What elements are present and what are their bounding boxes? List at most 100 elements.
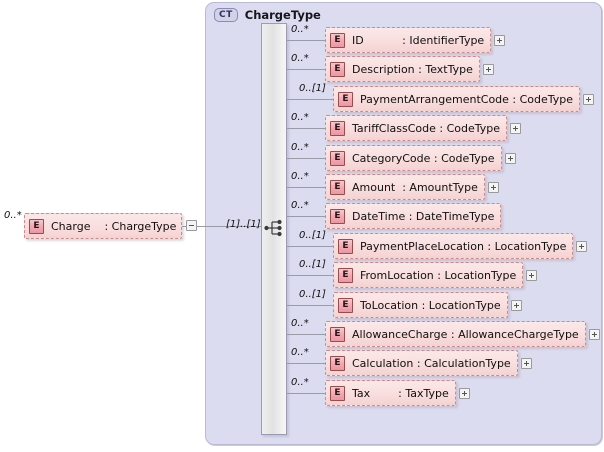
element-card[interactable]: E Description : TextType <box>325 56 480 82</box>
element-expand-toggle[interactable] <box>459 388 470 399</box>
element-row: 0..[1] E PaymentArrangementCode : CodeType <box>0 83 604 112</box>
sequence-occurrence-label: [1]..[1] <box>226 219 261 230</box>
element-expand-toggle[interactable] <box>583 94 594 105</box>
element-occurrence-label: 0..* <box>291 347 309 358</box>
element-card[interactable]: E ToLocation : LocationType <box>333 292 508 318</box>
complex-type-title: ChargeType <box>244 8 321 22</box>
element-card[interactable]: E ID : IdentifierType <box>325 27 491 53</box>
element-row: 0..[1] E ToLocation : LocationType <box>0 289 604 318</box>
element-row: 0..* E AllowanceCharge : AllowanceChargeTy… <box>0 318 604 347</box>
element-occurrence-label: 0..* <box>291 142 309 153</box>
connector-sequence-to-element <box>287 275 333 276</box>
element-occurrence-label: 0..[1] <box>299 259 326 270</box>
element-occurrence-label: 0..* <box>291 53 309 64</box>
element-occurrence-label: 0..* <box>291 112 309 123</box>
element-label: FromLocation : LocationType <box>360 268 517 282</box>
element-expand-toggle[interactable] <box>483 64 494 75</box>
connector-sequence-to-element <box>287 246 333 247</box>
connector-sequence-to-element <box>287 158 325 159</box>
element-row: 0..* E Amount : AmountType <box>0 171 604 200</box>
element-label: ID : IdentifierType <box>352 33 485 47</box>
element-occurrence-label: 0..* <box>291 318 309 329</box>
element-card[interactable]: E Calculation : CalculationType <box>325 350 518 376</box>
element-card[interactable]: E AllowanceCharge : AllowanceChargeType <box>325 321 586 347</box>
element-occurrence-label: 0..* <box>291 171 309 182</box>
element-row: 0..* E Calculation : CalculationType <box>0 347 604 376</box>
connector-sequence-to-element <box>287 334 325 335</box>
element-occurrence-label: 0..* <box>291 200 309 211</box>
connector-sequence-to-element <box>287 393 325 394</box>
element-icon: E <box>330 150 345 166</box>
root-element-card[interactable]: E Charge : ChargeType <box>24 213 182 239</box>
element-row: 0..* E Description : TextType <box>0 53 604 82</box>
element-icon: E <box>330 32 345 48</box>
element-icon: E <box>330 385 345 401</box>
connector-root-to-sequence <box>197 226 263 227</box>
element-card[interactable]: E FromLocation : LocationType <box>333 262 523 288</box>
element-label: Amount : AmountType <box>352 180 478 194</box>
element-expand-toggle[interactable] <box>511 300 522 311</box>
element-row: 0..* E CategoryCode : CodeType <box>0 142 604 171</box>
element-occurrence-label: 0..[1] <box>299 230 326 241</box>
connector-sequence-to-element <box>287 363 325 364</box>
element-expand-toggle[interactable] <box>526 270 537 281</box>
element-row: 0..[1] E PaymentPlaceLocation : LocationTy… <box>0 230 604 259</box>
element-label: CategoryCode : CodeType <box>352 151 495 165</box>
element-label: TariffClassCode : CodeType <box>352 121 501 135</box>
connector-sequence-to-element <box>287 128 325 129</box>
connector-sequence-to-element <box>287 40 325 41</box>
element-card[interactable]: E TariffClassCode : CodeType <box>325 115 507 141</box>
element-expand-toggle[interactable] <box>505 153 516 164</box>
element-expand-toggle[interactable] <box>521 358 532 369</box>
element-label: PaymentArrangementCode : CodeType <box>360 92 574 106</box>
element-expand-toggle[interactable] <box>494 35 505 46</box>
element-icon: E <box>330 208 345 224</box>
element-label: Calculation : CalculationType <box>352 356 511 370</box>
element-expand-toggle[interactable] <box>488 182 499 193</box>
connector-sequence-to-element <box>287 216 325 217</box>
root-element-label: Charge : ChargeType <box>51 219 177 233</box>
element-card[interactable]: E PaymentArrangementCode : CodeType <box>333 86 580 112</box>
element-card[interactable]: E PaymentPlaceLocation : LocationType <box>333 233 573 259</box>
element-label: PaymentPlaceLocation : LocationType <box>360 239 567 253</box>
connector-sequence-to-element <box>287 69 325 70</box>
element-occurrence-label: 0..[1] <box>299 83 326 94</box>
element-icon: E <box>338 238 353 254</box>
root-occurrence-label: 0..* <box>4 210 22 221</box>
connector-sequence-to-element <box>287 187 325 188</box>
root-collapse-toggle[interactable] <box>186 220 197 231</box>
element-expand-toggle[interactable] <box>589 329 600 340</box>
element-icon: E <box>330 179 345 195</box>
element-expand-toggle[interactable] <box>510 123 521 134</box>
complex-type-header: CT ChargeType <box>214 8 321 22</box>
complex-type-badge-icon: CT <box>214 8 238 22</box>
element-icon: E <box>338 267 353 283</box>
element-card[interactable]: E CategoryCode : CodeType <box>325 145 502 171</box>
element-occurrence-label: 0..* <box>291 24 309 35</box>
element-row: 0..* E TariffClassCode : CodeType <box>0 112 604 141</box>
element-icon: E <box>29 218 44 234</box>
element-icon: E <box>330 355 345 371</box>
element-row: 0..[1] E FromLocation : LocationType <box>0 259 604 288</box>
element-icon: E <box>338 91 353 107</box>
element-icon: E <box>330 120 345 136</box>
element-expand-toggle[interactable] <box>576 241 587 252</box>
element-icon: E <box>330 61 345 77</box>
element-occurrence-label: 0..* <box>291 377 309 388</box>
element-icon: E <box>330 326 345 342</box>
element-icon: E <box>338 297 353 313</box>
element-label: AllowanceCharge : AllowanceChargeType <box>352 327 579 341</box>
connector-root-toggle <box>182 226 187 227</box>
root-element-node[interactable]: E Charge : ChargeType <box>24 213 182 239</box>
element-occurrence-label: 0..[1] <box>299 289 326 300</box>
element-label: ToLocation : LocationType <box>360 298 501 312</box>
element-card[interactable]: E Amount : AmountType <box>325 174 485 200</box>
element-row: 0..* E ID : IdentifierType <box>0 24 604 53</box>
connector-sequence-to-element <box>287 305 333 306</box>
element-label: Description : TextType <box>352 62 473 76</box>
sequence-compositor-icon[interactable] <box>264 219 286 237</box>
